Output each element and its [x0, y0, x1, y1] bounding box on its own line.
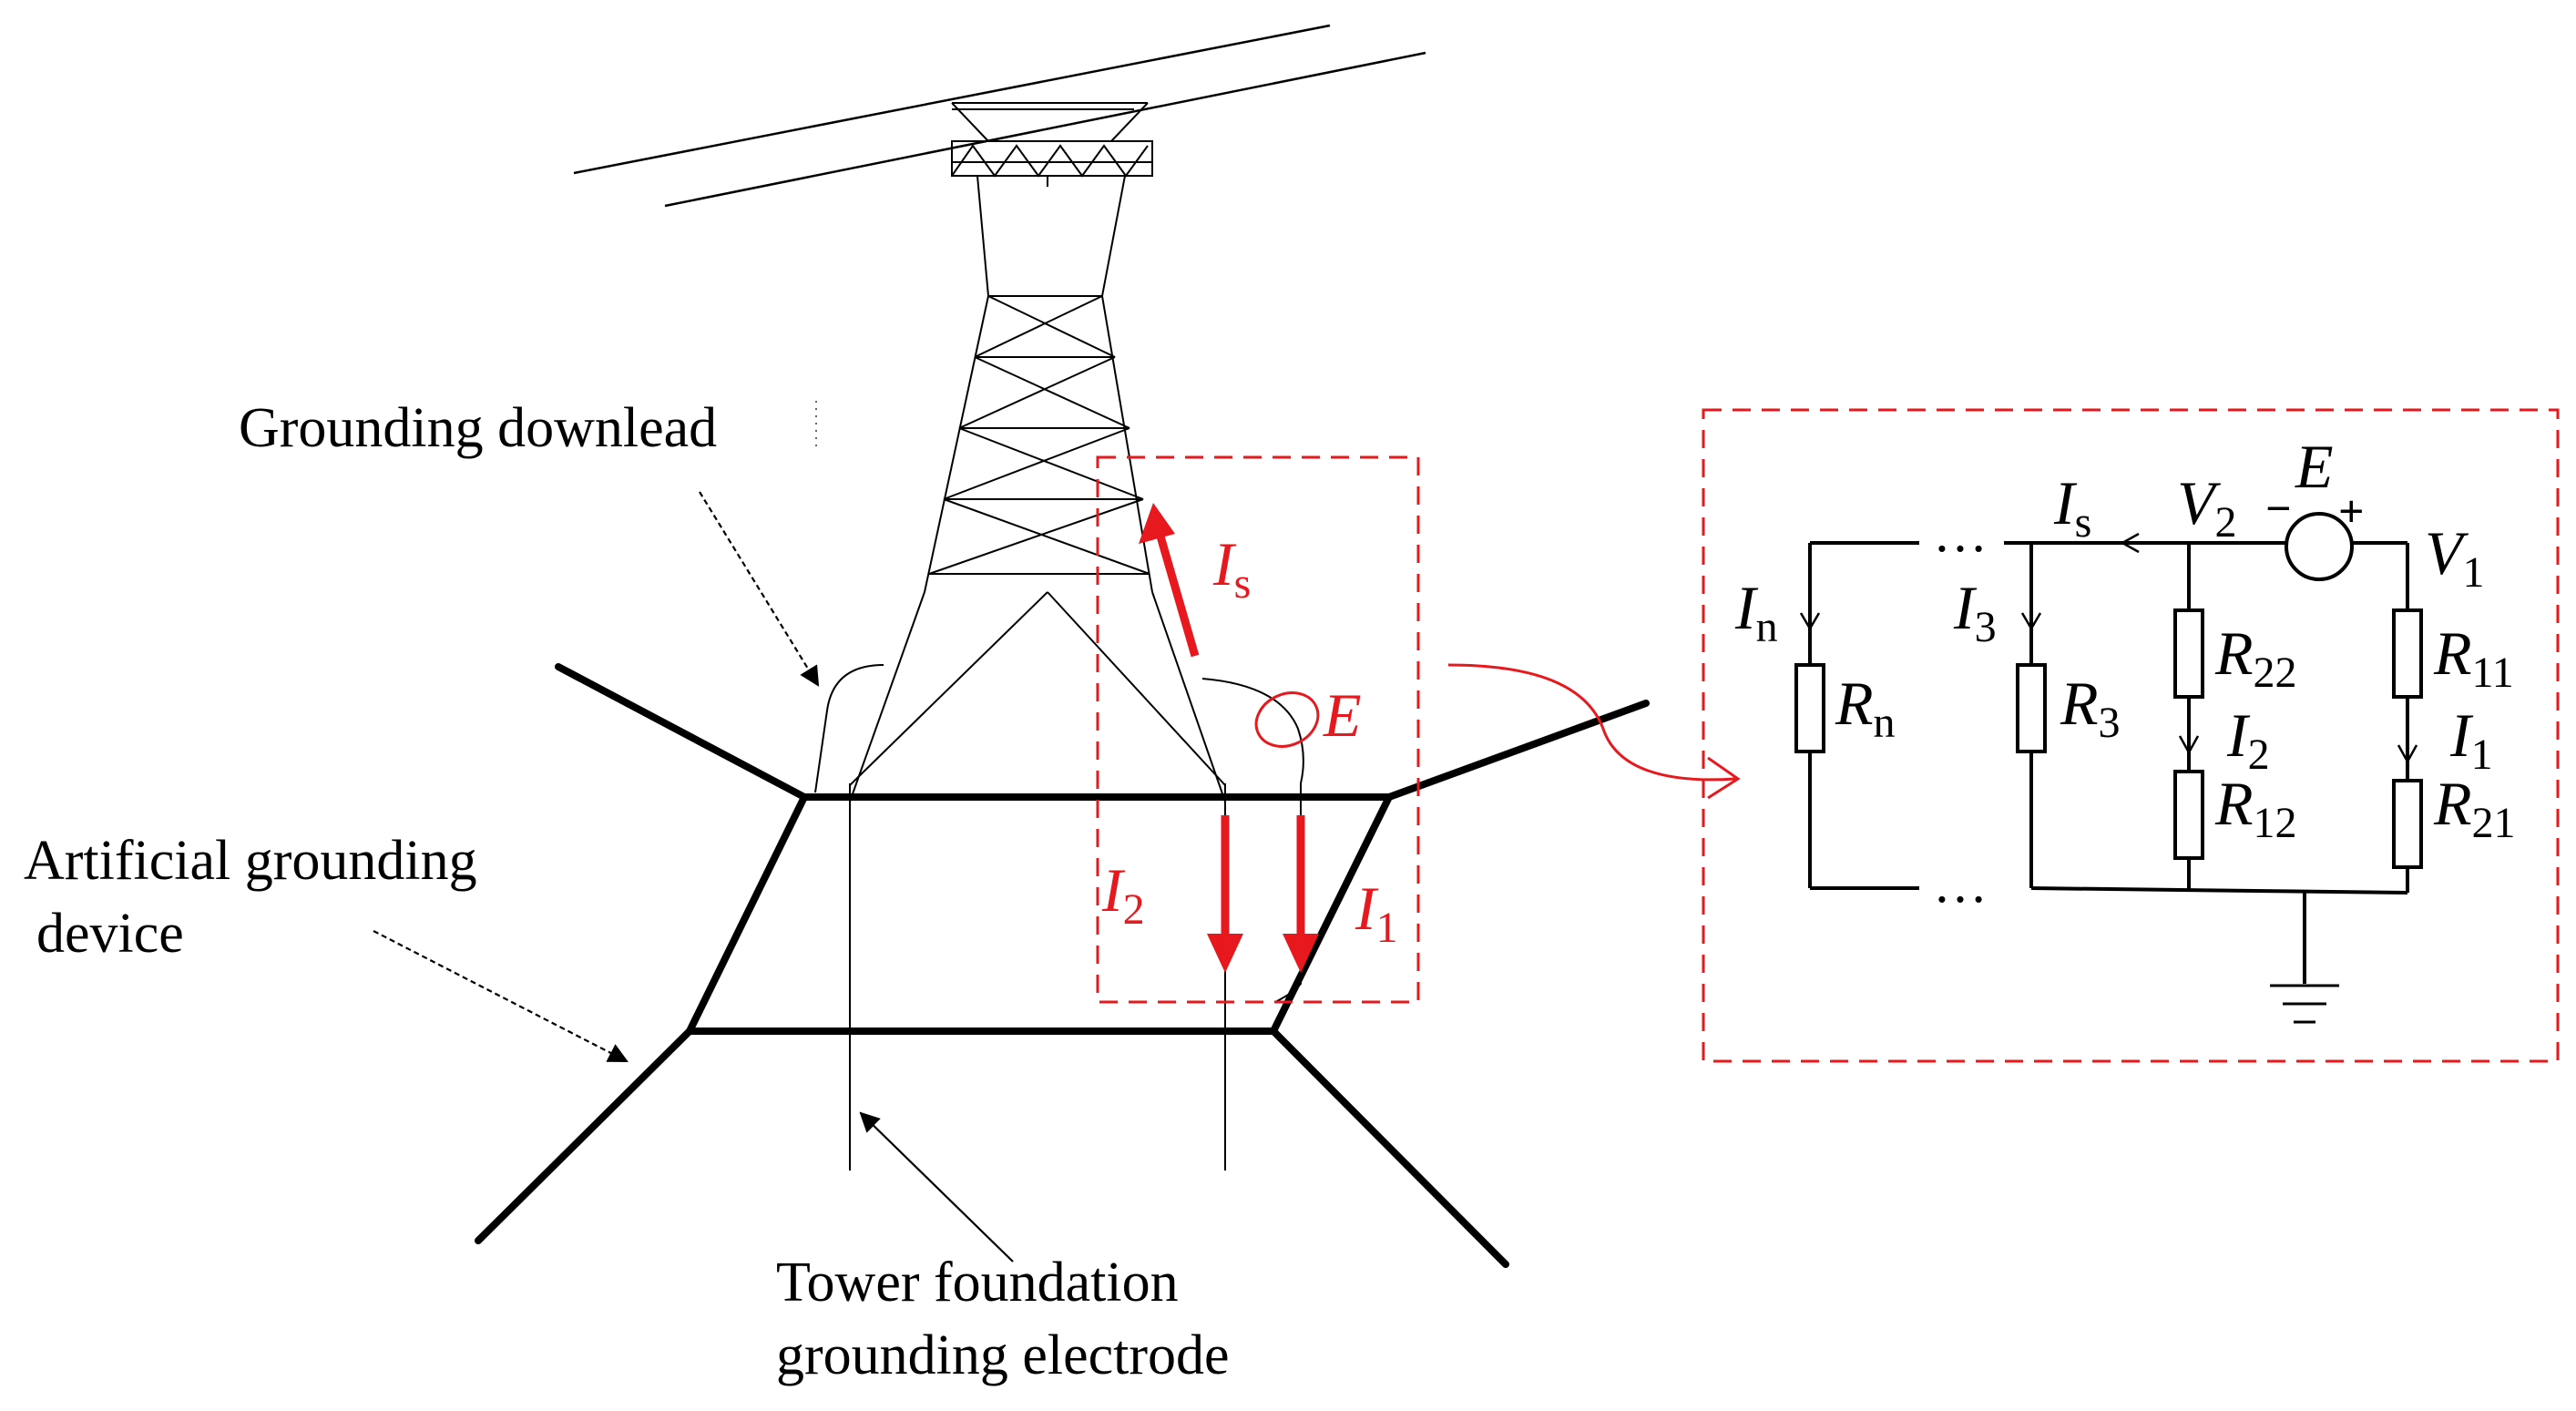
label-v2: V2 — [2177, 468, 2237, 547]
tower-foundation-pointer — [859, 1111, 1014, 1263]
voltage-source — [2285, 512, 2354, 581]
source-plus: + — [2338, 486, 2365, 537]
pointer-arrows — [373, 491, 820, 1063]
transmission-tower — [814, 102, 1304, 1171]
resistor-r11 — [2392, 608, 2423, 699]
label-i1: I1 — [1354, 874, 1398, 952]
resistor-r22 — [2173, 608, 2204, 699]
source-e-ellipse — [1254, 691, 1320, 748]
label-r11: R11 — [2433, 619, 2514, 697]
resistor-r3 — [2016, 663, 2047, 753]
label-i2: I2 — [2226, 700, 2270, 779]
equivalent-circuit: … … − + E Is V2 V1 In Rn I3 R3 R22 I2 R1… — [1702, 408, 2560, 1063]
artificial-grounding-device — [475, 663, 1650, 1268]
source-minus: − — [2265, 483, 2292, 534]
artificial-device-label-line2: device — [36, 903, 184, 965]
tower-foundation-label-line2: grounding electrode — [776, 1324, 1230, 1386]
current-is-arrow — [1152, 522, 1200, 658]
label-rn: Rn — [1835, 669, 1896, 747]
tower-current-labels: Is E I2 I1 — [1101, 529, 1398, 952]
label-i1: I1 — [2449, 700, 2493, 779]
label-r21: R21 — [2433, 769, 2516, 847]
label-i2: I2 — [1101, 855, 1145, 934]
label-r22: R22 — [2214, 619, 2297, 697]
label-in: In — [1734, 573, 1778, 651]
resistor-rn — [1794, 663, 1825, 753]
artificial-pointer — [373, 930, 629, 1063]
label-v1: V1 — [2425, 518, 2485, 597]
tower-highlight — [1096, 455, 1741, 1004]
label-r3: R3 — [2060, 669, 2121, 747]
tower-foundation-label-line1: Tower foundation — [776, 1252, 1179, 1314]
overhead-lines — [573, 24, 1426, 208]
bottom-ellipsis: … — [1933, 854, 1988, 914]
resistor-r21 — [2392, 779, 2423, 869]
zoom-connector — [1447, 663, 1736, 782]
tower-highlight-box — [1096, 455, 1420, 1004]
top-ellipsis: … — [1933, 503, 1988, 563]
current-arrows — [1799, 532, 2418, 764]
label-e-circuit: E — [2295, 432, 2334, 501]
label-e: E — [1323, 680, 1362, 750]
grounding-downlead-label: Grounding downlead — [239, 397, 717, 459]
label-r12: R12 — [2214, 769, 2297, 847]
circuit-box — [1702, 408, 2560, 1063]
resistor-r12 — [2173, 770, 2204, 860]
ground-symbol — [2270, 984, 2339, 1024]
label-i3: I3 — [1953, 573, 1997, 651]
downlead-pointer — [699, 491, 820, 687]
label-is: Is — [1212, 529, 1251, 608]
label-is-circuit: Is — [2053, 468, 2091, 547]
artificial-device-label-line1: Artificial grounding — [24, 830, 477, 892]
